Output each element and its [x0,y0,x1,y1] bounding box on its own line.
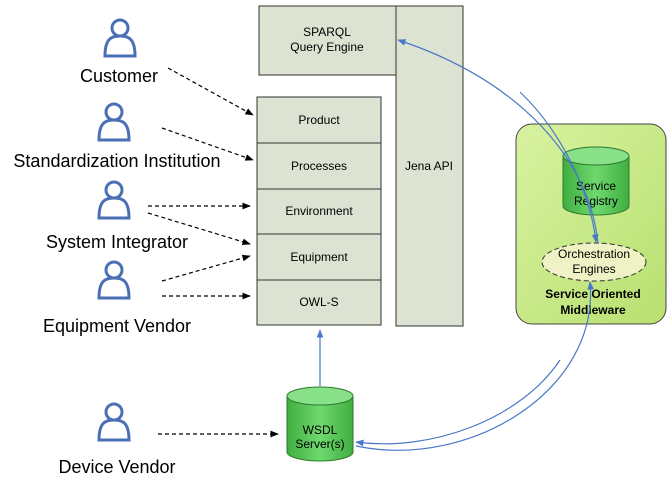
arrow-vendor-to-equipment [161,254,251,282]
layer-label-environment: Environment [285,204,353,218]
actor-equipment-vendor: Equipment Vendor [43,260,191,336]
wsdl-line2: Server(s) [295,437,344,451]
arrow-query-engine-to-orchestration [519,91,599,243]
layer-equipment: Equipment [256,233,382,281]
actor-device-vendor: Device Vendor [58,402,176,477]
jena-api-label: Jena API [405,159,453,173]
query-engine-line1: SPARQL [303,25,351,39]
ontology-stack: Product Processes Environment Equipment … [256,96,382,326]
layer-processes: Processes [256,142,382,190]
jena-api-box: Jena API [395,5,464,327]
person-icon [97,180,131,220]
sparql-query-engine-box: SPARQL Query Engine [258,5,397,76]
actor-customer: Customer [80,18,158,86]
layer-label-equipment: Equipment [290,250,348,264]
actor-arrows [147,67,279,438]
arrow-orchestration-to-query-engine [397,39,599,245]
orchestration-line2: Engines [572,262,615,276]
actor-system-integrator: System Integrator [46,180,188,252]
service-oriented-middleware: Service Registry Orchestration Engines S… [515,123,667,325]
actor-label-standardization-institution: Standardization Institution [13,151,220,171]
layer-label-processes: Processes [291,159,347,173]
person-icon [97,260,131,300]
person-icon [97,402,131,442]
wsdl-line1: WSDL [303,423,338,437]
layer-label-owl-s: OWL-S [299,295,338,309]
orchestration-line1: Orchestration [558,247,630,261]
orchestration-engines: Orchestration Engines [541,242,647,282]
actor-label-customer: Customer [80,66,158,86]
registry-line1: Service [576,179,616,193]
arrow-integrator-to-equipment [147,212,251,246]
layer-label-product: Product [298,113,340,127]
arrow-wsdl-to-orchestration [355,281,595,451]
actor-standardization-institution: Standardization Institution [13,102,221,171]
arrow-customer-to-product [167,67,254,116]
person-icon [103,18,137,58]
layer-product: Product [256,96,382,144]
arrow-orchestration-to-wsdl [355,359,561,447]
arrow-standardization-to-processes [161,127,254,161]
middleware-title-line1: Service Oriented [545,287,640,301]
service-registry-cylinder: Service Registry [562,146,630,216]
query-engine-line2: Query Engine [290,40,364,54]
wsdl-server-cylinder: WSDL Server(s) [286,386,354,462]
layer-environment: Environment [256,188,382,235]
person-icon [97,102,131,142]
actor-label-system-integrator: System Integrator [46,232,188,252]
middleware-title-line2: Middleware [560,303,626,317]
layer-owl-s: OWL-S [256,279,382,326]
actor-label-equipment-vendor: Equipment Vendor [43,316,191,336]
registry-line2: Registry [574,194,618,208]
actor-label-device-vendor: Device Vendor [58,457,175,477]
